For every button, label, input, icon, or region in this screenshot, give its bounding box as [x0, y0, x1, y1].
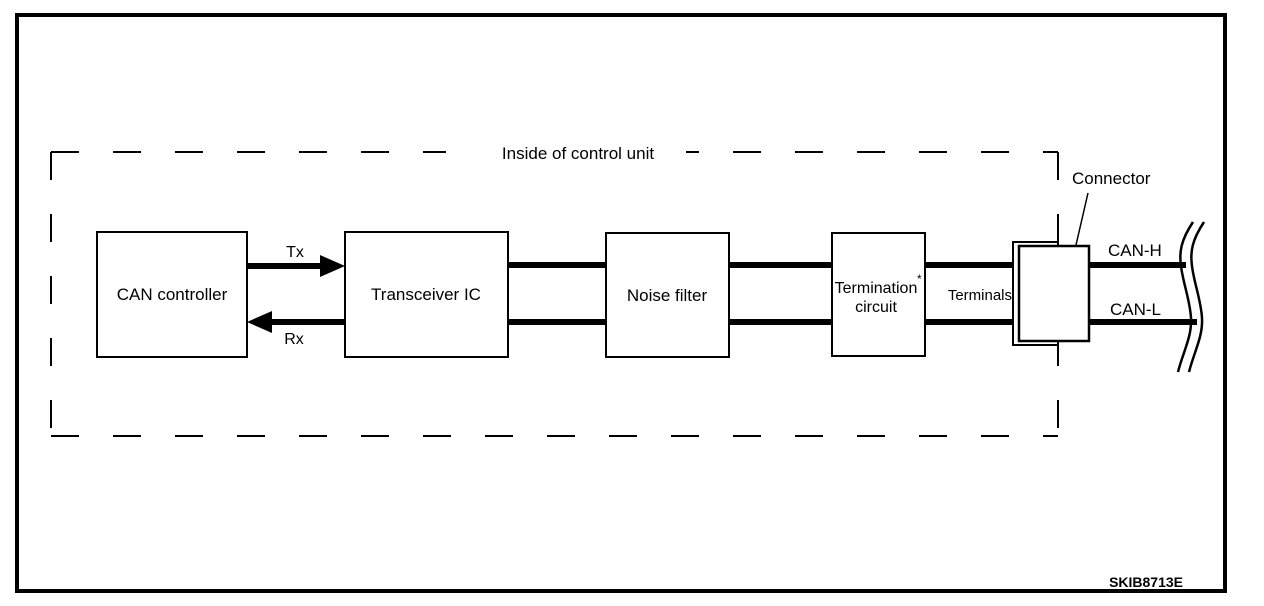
- wire-break-left-curve: [1176, 221, 1195, 373]
- rx-label: Rx: [284, 331, 304, 348]
- rx-signal: Rx: [247, 311, 345, 348]
- termination-circuit-footnote-marker: *: [917, 272, 922, 286]
- noise-filter-box: [605, 232, 730, 358]
- noise-filter-label: Noise filter: [627, 286, 708, 305]
- connector-pointer-line: [1075, 192, 1089, 246]
- termination-circuit-label-line1: Termination: [835, 280, 918, 297]
- wire-break-right-curve: [1187, 221, 1206, 373]
- can-controller-label: CAN controller: [117, 285, 228, 304]
- can-controller-block: CAN controller: [96, 231, 248, 358]
- connector-block: Connector: [1012, 169, 1151, 346]
- tx-arrowhead-icon: [320, 255, 345, 277]
- termination-circuit-block: Termination * circuit: [831, 232, 926, 357]
- wire-break-icon: [1176, 221, 1206, 373]
- can-controller-box: [96, 231, 248, 358]
- termination-circuit-box: [831, 232, 926, 357]
- bus-lines: [508, 262, 1197, 325]
- can-l-label: CAN-L: [1110, 300, 1161, 319]
- connector-front-shell: [1017, 244, 1091, 343]
- transceiver-ic-box: [344, 231, 509, 358]
- transceiver-ic-label: Transceiver IC: [371, 285, 481, 304]
- termination-circuit-label-line2: circuit: [855, 299, 897, 316]
- can-h-label: CAN-H: [1108, 241, 1162, 260]
- enclosure-label: Inside of control unit: [502, 144, 654, 163]
- connector-label: Connector: [1072, 169, 1151, 188]
- tx-signal: Tx: [246, 244, 345, 277]
- enclosure-label-mask: [446, 140, 686, 166]
- rx-arrowhead-icon: [247, 311, 272, 333]
- transceiver-ic-block: Transceiver IC: [344, 231, 509, 358]
- noise-filter-block: Noise filter: [605, 232, 730, 358]
- figure-id: SKIB8713E: [1109, 574, 1183, 590]
- tx-label: Tx: [286, 244, 304, 261]
- terminals-label: Terminals: [948, 287, 1012, 304]
